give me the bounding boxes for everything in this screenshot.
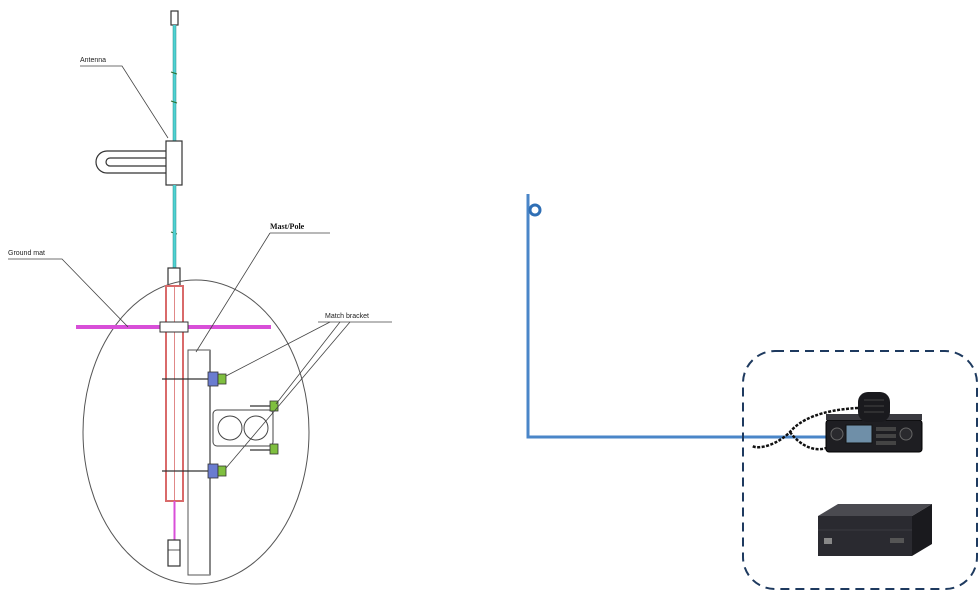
clamp-lower (162, 463, 227, 479)
bottom-connector (167, 539, 181, 567)
mast-pole (187, 349, 211, 576)
feed-cable (526, 194, 833, 439)
clamp-upper (162, 371, 227, 387)
antenna-coil (165, 140, 183, 186)
antenna-top-cap (170, 10, 179, 26)
antenna-leader-line (80, 65, 169, 139)
ground-mat-leader-line (8, 258, 129, 328)
power-supply-icon (818, 504, 932, 556)
match-bracket-leader-lines (225, 321, 392, 469)
mast-pipe (159, 285, 189, 502)
mast-pole-label: Mast/Pole (270, 222, 305, 231)
antenna-u-radial (95, 150, 166, 174)
handheld-microphone-icon (751, 392, 890, 451)
detail-ellipse (82, 279, 310, 585)
antenna-label: Antenna (80, 57, 106, 64)
match-bracket-detail (212, 400, 279, 455)
antenna-assembly (95, 10, 183, 287)
mast-pole-leader-line (195, 232, 330, 353)
equipment-enclosure (742, 350, 978, 590)
cable-connector-end (528, 203, 542, 217)
ground-mat-label: Ground mat (8, 250, 45, 257)
match-bracket-label: Match bracket (325, 313, 369, 320)
